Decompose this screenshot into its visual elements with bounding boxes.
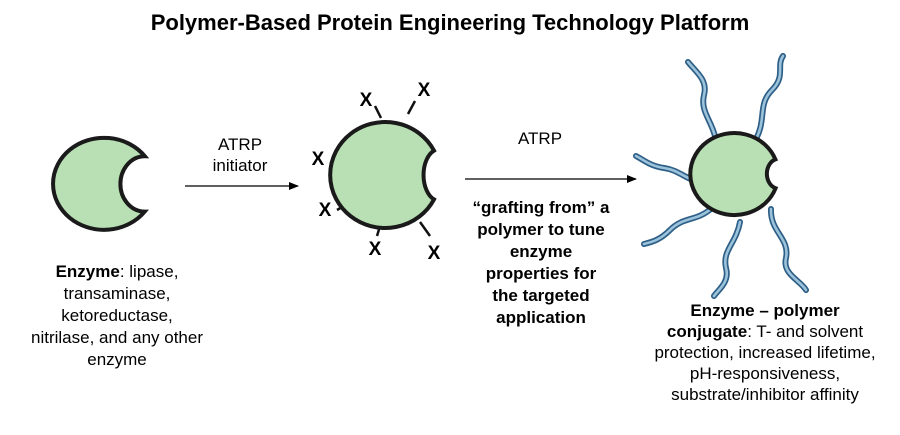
initiator-mark: X: [417, 80, 431, 101]
diagram-title: Polymer-Based Protein Engineering Techno…: [150, 10, 750, 35]
conjugate-name-line2: conjugate: [666, 322, 748, 341]
grafting-line: “grafting from” a: [472, 198, 610, 217]
conjugate-name-line1: Enzyme – polymer: [690, 301, 840, 320]
conjugate-desc-first: : T- and solvent: [747, 322, 864, 341]
grafting-line: enzyme: [509, 242, 573, 261]
initiator-mark: X: [368, 239, 382, 260]
enzyme-shape: [51, 135, 150, 232]
arrow-1-label: ATRP initiator: [195, 134, 285, 176]
enzyme-caption: Enzyme: lipase, transaminase, ketoreduct…: [12, 261, 222, 371]
conjugate-desc-line: protection, increased lifetime,: [654, 343, 876, 362]
grafting-line: the targeted: [492, 286, 590, 305]
enzyme-with-initiator-shape: [328, 120, 437, 230]
grafting-line: properties for: [485, 264, 597, 283]
conjugate-caption: Enzyme – polymer conjugate: T- and solve…: [640, 300, 890, 405]
grafting-description: “grafting from” a polymer to tune enzyme…: [448, 197, 634, 329]
enzyme-desc-line: enzyme: [87, 350, 147, 369]
grafting-line: polymer to tune: [477, 220, 605, 239]
conjugate-desc-line: pH-responsiveness,: [689, 364, 841, 383]
enzyme-desc-first: : lipase,: [119, 262, 179, 281]
enzyme-desc-line: transaminase,: [63, 284, 171, 303]
initiator-mark: X: [427, 243, 441, 264]
initiator-mark: X: [318, 200, 332, 221]
initiator-mark: X: [359, 90, 373, 111]
enzyme-name: Enzyme: [55, 262, 120, 281]
enzyme-desc-line: ketoreductase,: [61, 306, 173, 325]
arrow-2-label: ATRP: [517, 129, 563, 148]
enzyme-polymer-conjugate-shape: [688, 131, 779, 218]
initiator-mark: X: [311, 149, 325, 170]
grafting-line: application: [496, 308, 586, 327]
conjugate-desc-line: substrate/inhibitor affinity: [671, 385, 859, 404]
arrow-1-label-line2: initiator: [212, 156, 268, 175]
arrow-1-label-line1: ATRP: [217, 135, 263, 154]
enzyme-desc-line: nitrilase, and any other: [31, 328, 203, 347]
